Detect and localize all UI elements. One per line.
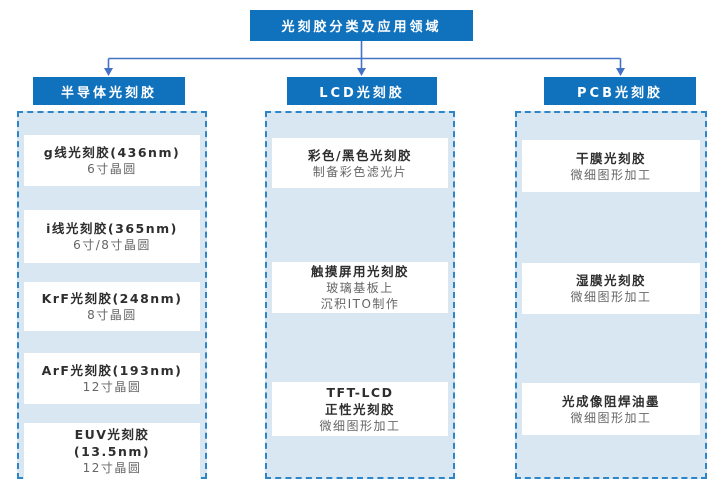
item-card: KrF光刻胶(248nm) 8寸晶圆 [24, 282, 200, 331]
item-card: 湿膜光刻胶微细图形加工 [522, 263, 700, 314]
branch-header-label: PCB光刻胶 [577, 85, 663, 101]
panel-semiconductor: g线光刻胶(436nm) 6寸晶圆 i线光刻胶(365nm) 6寸/8寸晶圆 KrF光刻… [17, 111, 207, 479]
branch-header-lcd: LCD光刻胶 [287, 77, 437, 105]
item-subtitle-line: 微细图形加工 [570, 410, 652, 425]
item-title-line: 正性光刻胶 [324, 402, 395, 417]
item-subtitle-line: 制备彩色滤光片 [312, 164, 408, 179]
item-title-line: 触摸屏用光刻胶 [310, 264, 409, 279]
item-card: ArF光刻胶(193nm) 12寸晶圆 [24, 353, 200, 404]
item-title-line: EUV光刻胶 [74, 427, 150, 442]
item-subtitle-line: 微细图形加工 [570, 290, 652, 304]
arrowhead-left [104, 68, 113, 76]
item-title-line: i线光刻胶(365nm) [46, 221, 178, 236]
item-title-line: 光成像阻焊油墨 [561, 393, 660, 409]
item-subtitle-line: 微细图形加工 [570, 167, 652, 182]
item-subtitle-line: 8寸晶圆 [87, 308, 137, 322]
item-card: TFT-LCD 正性光刻胶微细图形加工 [272, 382, 448, 436]
branch-header-label: 半导体光刻胶 [60, 85, 157, 101]
item-card: EUV光刻胶 (13.5nm) 12寸晶圆 [24, 423, 200, 479]
branch-header-pcb: PCB光刻胶 [544, 77, 696, 105]
arrowhead-middle [357, 68, 366, 76]
item-title-line: 湿膜光刻胶 [575, 273, 646, 288]
arrowhead-right [616, 68, 625, 76]
root-node-label: 光刻胶分类及应用领域 [281, 20, 442, 35]
item-subtitle-line: 12寸晶圆 [82, 380, 142, 394]
item-card: 干膜光刻胶微细图形加工 [522, 140, 700, 192]
item-title-line: TFT-LCD [326, 385, 394, 400]
branch-header-semiconductor: 半导体光刻胶 [33, 77, 185, 105]
item-card: 触摸屏用光刻胶玻璃基板上沉积ITO制作 [272, 262, 448, 313]
item-subtitle-line: 12寸晶圆 [82, 461, 142, 475]
item-subtitle-line: 微细图形加工 [319, 419, 401, 433]
item-title-line: 彩色/黑色光刻胶 [307, 147, 413, 163]
item-card: i线光刻胶(365nm) 6寸/8寸晶圆 [24, 210, 200, 263]
branch-header-label: LCD光刻胶 [319, 85, 405, 101]
item-subtitle-line: 6寸/8寸晶圆 [73, 238, 151, 252]
item-card: g线光刻胶(436nm) 6寸晶圆 [24, 135, 200, 186]
item-title-line: 干膜光刻胶 [575, 150, 646, 166]
item-title-line: ArF光刻胶(193nm) [41, 363, 183, 378]
item-title-line: KrF光刻胶(248nm) [41, 291, 183, 306]
panel-pcb: 干膜光刻胶微细图形加工湿膜光刻胶微细图形加工光成像阻焊油墨微细图形加工 [515, 111, 707, 479]
item-subtitle-line: 玻璃基板上 [326, 281, 394, 295]
item-card: 彩色/黑色光刻胶制备彩色滤光片 [272, 138, 448, 188]
root-node: 光刻胶分类及应用领域 [250, 10, 473, 41]
item-card: 光成像阻焊油墨微细图形加工 [522, 383, 700, 435]
item-subtitle-line: 沉积ITO制作 [320, 297, 400, 311]
item-title-line: (13.5nm) [73, 444, 151, 459]
item-subtitle-line: 6寸晶圆 [87, 162, 137, 176]
item-title-line: g线光刻胶(436nm) [43, 145, 181, 160]
